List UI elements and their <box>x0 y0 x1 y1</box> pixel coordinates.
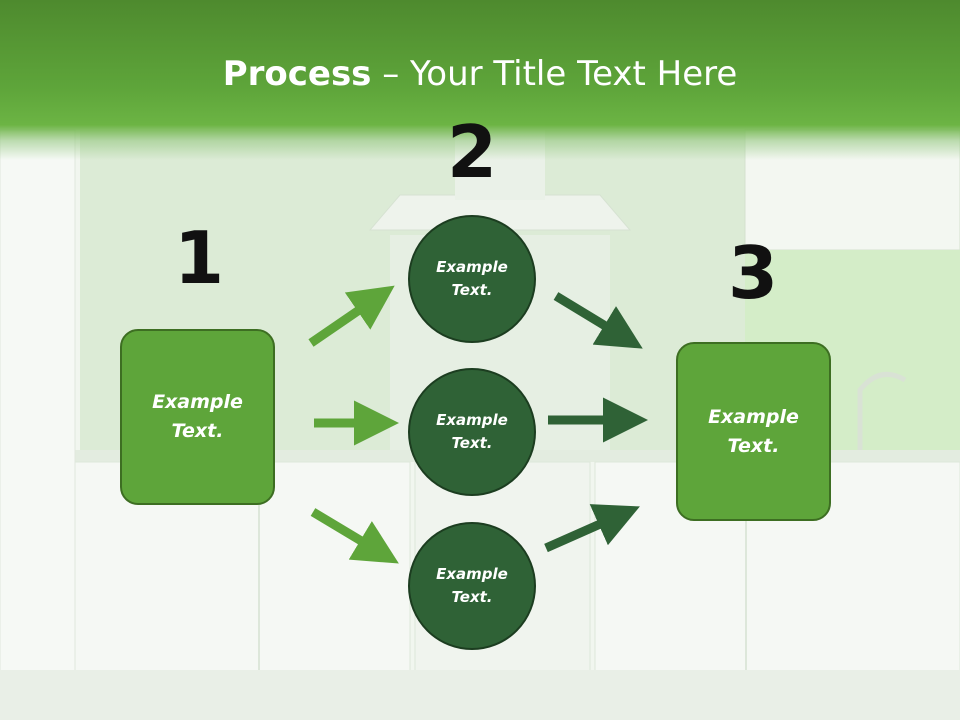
title-rest: – Your Title Text Here <box>371 54 738 94</box>
step-3-line2: Text. <box>727 434 780 457</box>
step-number-2: 2 <box>446 110 498 194</box>
title-banner <box>0 0 960 160</box>
circle-middle: Example Text. <box>408 368 536 496</box>
circle-middle-line2: Text. <box>451 434 493 452</box>
step-1-line2: Text. <box>171 420 224 442</box>
circle-top-line1: Example <box>436 258 508 276</box>
arrow-from-circle-bottom <box>544 504 640 553</box>
step-1-box: Example Text. <box>120 329 275 505</box>
step-number-1: 1 <box>173 216 225 300</box>
step-3-line1: Example <box>708 405 799 428</box>
circle-bottom-line2: Text. <box>451 588 493 606</box>
circle-middle-line1: Example <box>436 411 508 429</box>
circle-bottom-line1: Example <box>436 565 508 583</box>
arrow-from-circle-top <box>553 292 643 349</box>
circle-top-line2: Text. <box>451 281 493 299</box>
slide-title: Process – Your Title Text Here <box>0 52 960 96</box>
arrow-to-circle-bottom <box>310 508 399 564</box>
title-bold: Process <box>222 54 372 94</box>
circle-top: Example Text. <box>408 215 536 343</box>
circle-bottom: Example Text. <box>408 522 536 650</box>
step-number-3: 3 <box>727 231 779 315</box>
step-1-line1: Example <box>152 391 243 413</box>
arrow-to-circle-top <box>308 285 395 347</box>
step-3-box: Example Text. <box>676 342 831 521</box>
